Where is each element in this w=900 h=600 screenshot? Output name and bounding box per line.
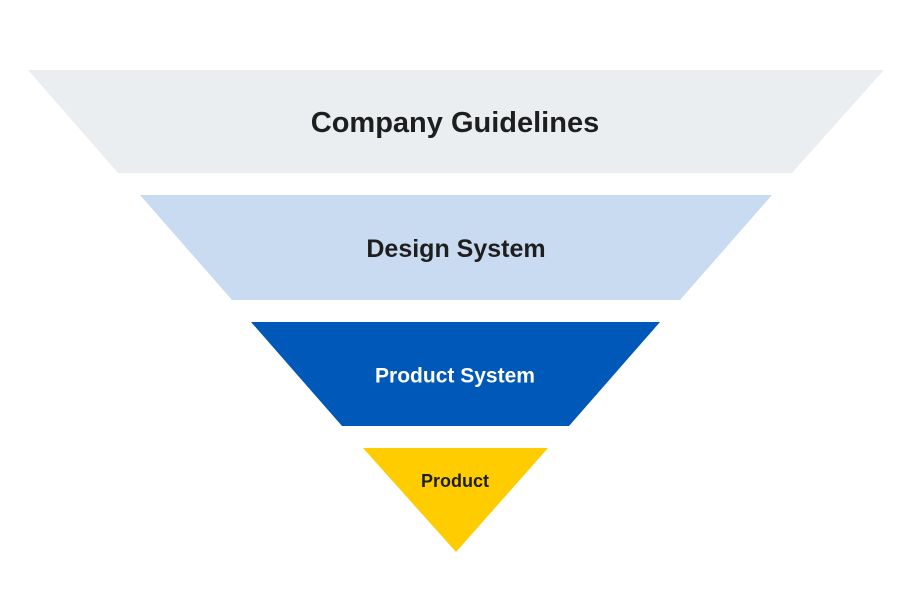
level-product-system-shape — [251, 322, 660, 426]
level-product-system: Product System — [251, 322, 660, 426]
level-design-system: Design System — [140, 195, 772, 300]
level-design-system-label: Design System — [366, 235, 545, 263]
level-company-guidelines-label: Company Guidelines — [311, 107, 599, 139]
level-design-system-shape — [140, 195, 772, 300]
level-company-guidelines: Company Guidelines — [28, 70, 884, 173]
level-product-shape — [363, 448, 548, 552]
level-product-system-label: Product System — [375, 365, 535, 388]
level-product-label: Product — [421, 471, 489, 491]
level-company-guidelines-shape — [28, 70, 884, 173]
level-product: Product — [363, 448, 548, 552]
